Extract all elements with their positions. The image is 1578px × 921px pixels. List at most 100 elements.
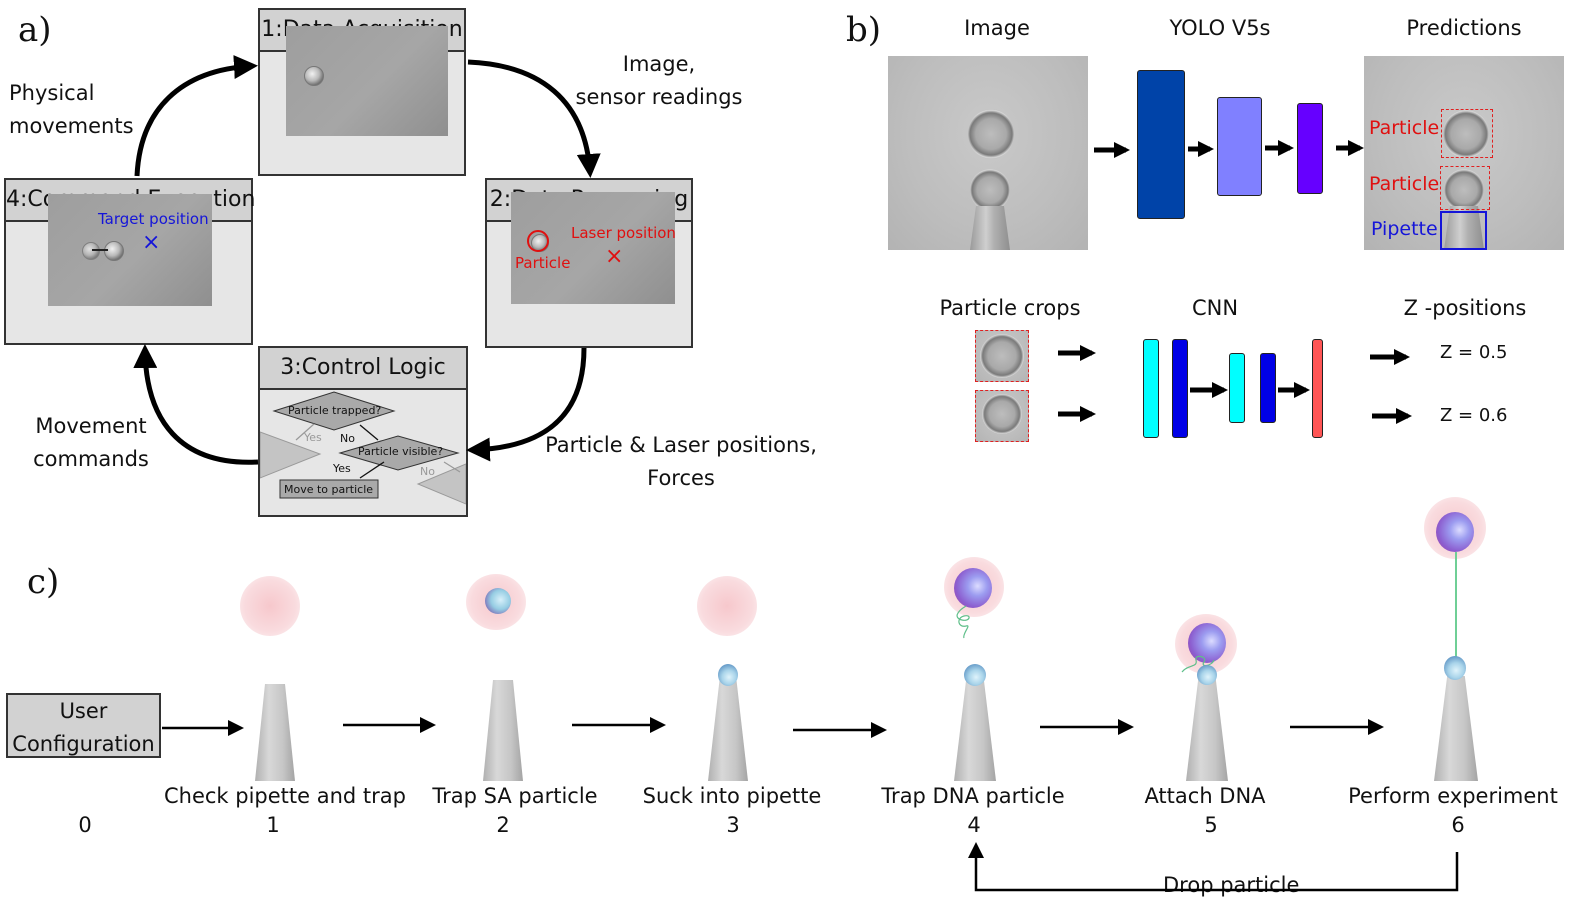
step-number-6: 6 [1451,813,1465,837]
step-number-1: 1 [266,813,280,837]
cnn-layer-3 [1229,353,1245,423]
dna-strand-stretched [1455,552,1457,658]
flow-no-black: No [340,432,355,445]
z-output-2: Z = 0.6 [1440,405,1508,426]
header-cnn: CNN [1191,296,1239,320]
particle-ring [982,394,1022,434]
user-box-line: User [59,699,108,723]
particle-detection-circle [527,230,549,252]
bbox-particle-2 [1440,166,1490,210]
user-configuration-box: User Configuration [6,693,161,758]
header-image: Image [964,16,1030,40]
drop-particle-label: Drop particle [1160,873,1303,897]
laser-cross-icon: × [605,244,624,269]
laser-trap-empty [697,576,757,636]
pipette [708,676,748,781]
input-microscope-image [888,56,1088,250]
pipette-shadow [970,206,1010,250]
z-output-1: Z = 0.5 [1440,342,1508,363]
action-move-to-particle [279,479,379,499]
target-position-annotation: Target position [98,210,209,228]
flow-no-gray: No [420,465,435,478]
sa-particle-on-pipette [718,664,738,686]
pipette [1186,676,1228,781]
panel-c-letter: c) [27,562,60,602]
pipette-shadow [1444,206,1484,250]
decision-particle-trapped [272,391,396,431]
flow-action-label: Move to particle [284,483,374,496]
sa-particle-on-pipette [964,664,986,686]
crop-border [975,330,1029,382]
pred-label-particle-2: Particle [1369,173,1440,195]
particle-bead [104,241,124,261]
particle-lower [970,169,1010,211]
bbox-pipette [1440,211,1487,250]
step-number-3: 3 [726,813,740,837]
edge-label-line: commands [33,447,149,471]
flow-yes-gray: Yes [304,431,322,444]
pipette-empty [255,684,295,781]
flow-q1-label: Particle trapped? [288,404,382,417]
move-arrow [92,249,108,251]
bbox-particle-1 [1441,109,1493,158]
particle-crop-2 [975,390,1029,442]
microscope-image: Particle Laser position × [511,192,676,304]
edge-label-line: Physical [9,81,95,105]
step-label-1: Check pipette and trap [163,784,406,808]
pipette [954,676,996,781]
step-number-5: 5 [1204,813,1218,837]
yolo-layer-2 [1217,97,1262,196]
pipette [1434,676,1478,781]
edge-label-line: Image, [622,52,696,76]
step-box-command-execution: 4:Command Execution Target position × [4,178,255,345]
header-predictions: Predictions [1406,16,1522,40]
header-yolo: YOLO V5s [1169,16,1271,40]
sa-particle-on-pipette [1444,656,1466,680]
step-label-5: Attach DNA [1144,784,1266,808]
pred-label-particle-1: Particle [1369,117,1440,139]
dna-particle [1188,623,1226,663]
particle-previous [82,242,100,260]
header-particle-crops: Particle crops [939,296,1081,320]
yolo-layer-1 [1137,70,1185,219]
control-flowchart [260,391,466,505]
edge-label-physical-movements: Physical movements [9,77,134,143]
flow-q2-label: Particle visible? [358,445,444,458]
pipette-empty [483,680,523,781]
microscope-image [286,26,448,136]
edge-label-line: Forces [647,466,715,490]
step-box-control-logic: 3:Control Logic Particle trapped? Partic… [258,346,468,517]
microscope-image: Target position × [48,194,212,306]
crop-border [975,390,1029,442]
step-label-3: Suck into pipette [642,784,822,808]
step-label-4: Trap DNA particle [881,784,1065,808]
predictions-image: Particle Particle Pipette [1364,56,1564,250]
collapsed-branch-right [416,463,466,505]
sa-particle-on-pipette [1197,665,1217,685]
edge-label-movement-commands: Movement commands [30,410,152,476]
particle-crop-1 [975,330,1029,382]
edge-label-positions-forces: Particle & Laser positions, Forces [536,429,826,495]
particle-upper [1443,110,1489,158]
panel-b-letter: b) [846,10,882,50]
cnn-layer-4 [1260,353,1276,423]
dna-particle [954,568,992,608]
target-cross-icon: × [142,230,161,255]
particle-bead [304,66,324,86]
edge-label-line: sensor readings [575,85,743,109]
step-number-4: 4 [967,813,981,837]
cnn-layer-2 [1172,339,1188,438]
step-label-2: Trap SA particle [432,784,598,808]
dna-strand-coiled [956,605,970,639]
user-box-line: Configuration [12,732,155,756]
laser-position-annotation: Laser position [571,224,676,242]
step-title: 3:Control Logic [260,348,466,390]
step-label-6: Perform experiment [1348,784,1558,808]
arrow-image-sensor [467,59,601,178]
edge-label-line: Particle & Laser positions, [545,433,817,457]
particle-annotation: Particle [515,254,571,272]
collapsed-branch-left [260,431,322,479]
dna-particle [1436,512,1474,552]
particle-upper [968,109,1014,159]
particle-lower [1444,169,1484,211]
